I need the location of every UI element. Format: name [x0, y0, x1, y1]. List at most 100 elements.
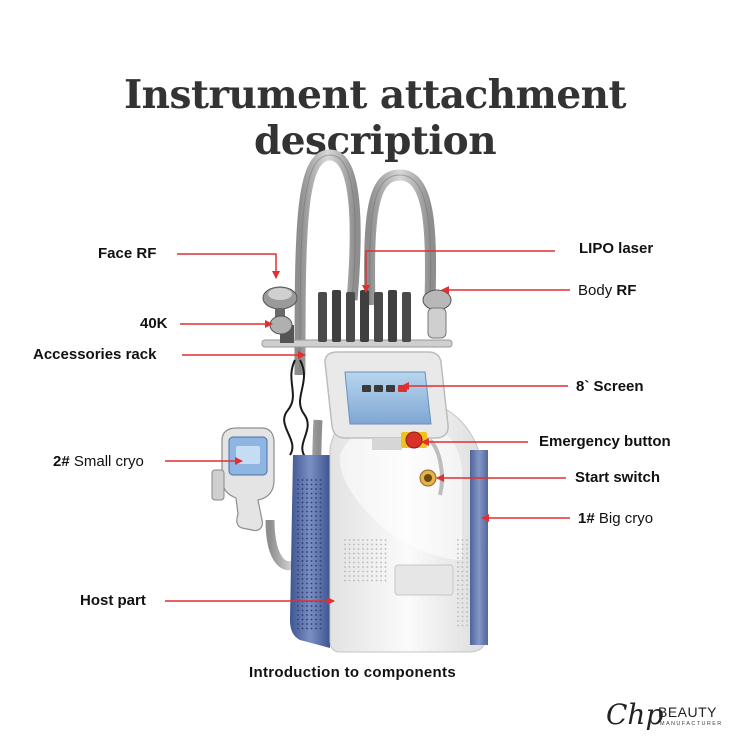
vent-hole — [353, 552, 355, 555]
vent-hole — [357, 557, 360, 559]
vent-hole — [353, 543, 355, 546]
vent-hole — [310, 587, 313, 589]
vent-hole — [461, 611, 464, 613]
vent-hole — [310, 609, 313, 612]
vent-hole — [301, 546, 304, 549]
vent-hole — [297, 506, 299, 508]
vent-hole — [310, 596, 313, 598]
vent-hole — [344, 543, 346, 546]
vent-hole — [380, 552, 382, 555]
vent-hole — [319, 569, 322, 571]
vent-hole — [461, 624, 464, 627]
vent-hole — [301, 492, 304, 495]
vent-hole — [310, 551, 313, 553]
vent-hole — [319, 533, 322, 535]
vent-hole — [362, 543, 364, 546]
vent-hole — [466, 575, 468, 577]
vent-hole — [457, 584, 459, 586]
vent-hole — [353, 557, 355, 559]
vent-hole — [306, 569, 308, 571]
vent-hole — [319, 587, 322, 589]
vent-hole — [306, 551, 308, 553]
vent-hole — [310, 605, 313, 607]
logo-brand: BEAUTY — [658, 704, 718, 720]
vent-hole — [315, 533, 317, 535]
vent-hole — [357, 575, 360, 577]
vent-hole — [319, 582, 322, 585]
logo-sub: MANUFACTURER — [660, 721, 723, 727]
vent-hole — [353, 579, 355, 582]
vent-hole — [461, 561, 464, 564]
vent-hole — [310, 560, 313, 562]
vent-hole — [353, 575, 355, 577]
vent-hole — [297, 555, 299, 558]
vent-hole — [362, 539, 364, 541]
vent-hole — [315, 537, 317, 540]
vent-hole — [461, 615, 464, 618]
vent-hole — [375, 561, 378, 564]
vent-hole — [306, 578, 308, 580]
vent-hole — [297, 510, 299, 513]
vent-hole — [319, 618, 322, 621]
vent-hole — [371, 552, 373, 555]
vent-hole — [306, 524, 308, 526]
vent-hole — [371, 557, 373, 559]
vent-hole — [310, 623, 313, 625]
vent-hole — [466, 606, 468, 609]
vent-hole — [301, 587, 304, 589]
vent-hole — [362, 575, 364, 577]
vent-hole — [319, 519, 322, 522]
vent-hole — [315, 497, 317, 499]
vent-hole — [457, 606, 459, 609]
vent-hole — [457, 557, 459, 559]
vent-hole — [348, 543, 351, 546]
vent-hole — [306, 582, 308, 585]
vent-hole — [319, 546, 322, 549]
vent-hole — [362, 548, 364, 550]
vent-hole — [348, 548, 351, 550]
vent-hole — [319, 551, 322, 553]
vent-hole — [315, 483, 317, 486]
vent-hole — [353, 539, 355, 541]
vent-hole — [301, 551, 304, 553]
vent-hole — [319, 542, 322, 544]
vent-hole — [371, 543, 373, 546]
vent-hole — [357, 579, 360, 582]
vent-hole — [310, 488, 313, 490]
vent-hole — [319, 488, 322, 490]
vent-hole — [310, 546, 313, 549]
vent-hole — [306, 519, 308, 522]
vent-hole — [301, 479, 304, 481]
vent-hole — [384, 543, 387, 546]
vent-hole — [366, 543, 369, 546]
vent-grid — [297, 479, 468, 630]
vent-hole — [344, 579, 346, 582]
vent-hole — [297, 587, 299, 589]
vent-hole — [319, 605, 322, 607]
vent-hole — [380, 557, 382, 559]
vent-hole — [348, 575, 351, 577]
vent-hole — [310, 524, 313, 526]
vent-hole — [344, 548, 346, 550]
vent-hole — [315, 587, 317, 589]
vent-hole — [306, 627, 308, 630]
vent-hole — [319, 528, 322, 531]
vent-hole — [319, 492, 322, 495]
vent-hole — [306, 609, 308, 612]
vent-hole — [306, 555, 308, 558]
vent-hole — [375, 539, 378, 541]
vent-hole — [297, 528, 299, 531]
vent-hole — [353, 548, 355, 550]
vent-hole — [384, 570, 387, 573]
vent-hole — [348, 570, 351, 573]
vent-hole — [375, 570, 378, 573]
vent-hole — [310, 582, 313, 585]
vent-hole — [301, 573, 304, 576]
vent-hole — [310, 618, 313, 621]
vent-hole — [461, 548, 464, 550]
vent-hole — [315, 591, 317, 594]
vent-hole — [310, 533, 313, 535]
vent-hole — [461, 584, 464, 586]
vent-hole — [380, 570, 382, 573]
